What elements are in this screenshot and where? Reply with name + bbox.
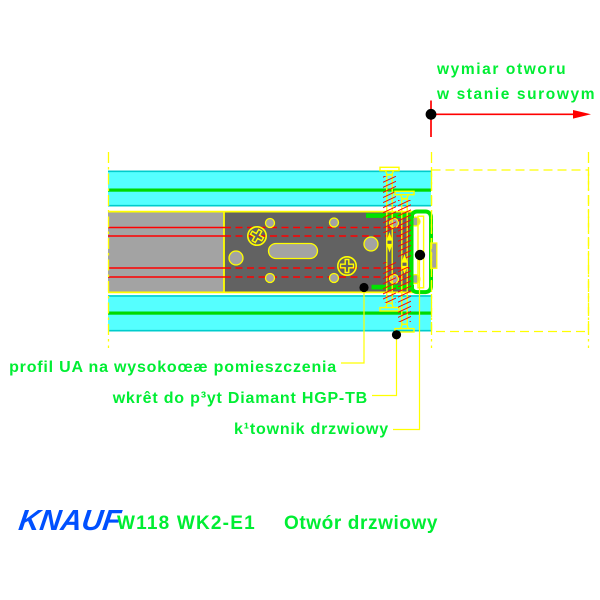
phillips-screw-head-icon <box>247 226 268 247</box>
ua-profile-section <box>108 210 413 294</box>
callout-door-angle: k¹townik drzwiowy <box>234 421 389 438</box>
callout-ua-profile: profil UA na wysokoœæ pomieszczenia <box>9 358 337 376</box>
bracket-tab <box>430 242 438 269</box>
ua-profile-web <box>108 212 224 292</box>
screw-top-a <box>379 166 400 253</box>
leader-dot-screw <box>391 330 402 340</box>
profile-edge-lines <box>108 226 412 278</box>
arrowhead-right-icon <box>573 110 591 119</box>
plate-slot <box>267 242 319 260</box>
system-code: W118 WK2-E1 <box>117 513 256 534</box>
leader-dot-door-angle <box>414 249 426 261</box>
bottom-cladding-band <box>108 295 431 332</box>
dimension-note-line2: w stanie surowym <box>437 85 597 103</box>
callout-leaders <box>341 249 426 431</box>
phillips-screw-head-icon <box>336 255 357 276</box>
screw-bottom-b <box>394 254 415 333</box>
top-band-joint-line <box>108 188 431 192</box>
rough-opening-outline <box>430 169 590 333</box>
bottom-band-joint-line <box>108 311 431 315</box>
axis-lines <box>107 152 590 348</box>
knauf-logo: KNAUF <box>16 505 123 537</box>
screw-bottom-a <box>379 232 400 312</box>
dimension-note-line1: wymiar otworu <box>437 61 568 78</box>
callout-screw: wkrêt do p³yt Diamant HGP-TB <box>112 390 368 407</box>
dimension-origin-dot <box>425 108 437 120</box>
drawing-title: Otwór drzwiowy <box>284 513 439 534</box>
dimension-arrow <box>425 100 591 137</box>
screw-top-b <box>394 190 415 275</box>
leader-dot-ua-profile <box>359 282 369 293</box>
top-cladding-band <box>108 170 431 207</box>
